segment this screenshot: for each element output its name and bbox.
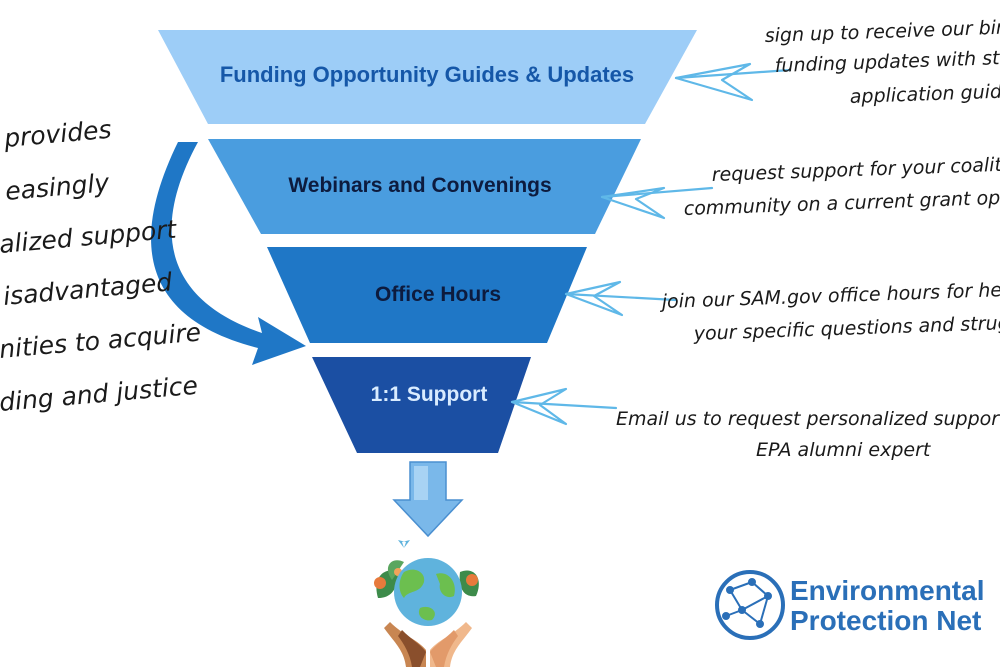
sketch-arrow-icon bbox=[510, 387, 618, 426]
left-text-line: provides bbox=[2, 115, 113, 153]
funnel-tier-3 bbox=[267, 247, 587, 343]
right-note-line: Email us to request personalized support… bbox=[616, 408, 1000, 430]
right-note-line: funding updates with step bbox=[774, 46, 1000, 77]
left-text-line: easingly bbox=[4, 168, 111, 206]
logo-line-1: Environmental bbox=[790, 575, 984, 606]
curved-arrow-icon bbox=[151, 142, 306, 365]
sketch-arrow-icon bbox=[600, 186, 714, 220]
funnel-tier-1-label: Funding Opportunity Guides & Updates bbox=[220, 62, 634, 87]
epn-logo-icon bbox=[715, 570, 785, 640]
funnel-tier-1 bbox=[158, 30, 697, 124]
right-note-line: community on a current grant opp bbox=[683, 187, 1000, 220]
left-text-line: ding and justice bbox=[0, 371, 199, 417]
earth-in-hands-icon bbox=[374, 540, 479, 667]
right-note-line: your specific questions and strugg bbox=[692, 312, 1000, 345]
funnel-tier-2-label: Webinars and Convenings bbox=[288, 174, 551, 197]
sketch-arrow-icon bbox=[674, 62, 792, 102]
sketch-arrow-icon bbox=[564, 280, 678, 317]
funnel-tier-4 bbox=[312, 357, 531, 453]
logo-line-2: Protection Net bbox=[790, 605, 981, 636]
right-note-line: request support for your coalitio bbox=[711, 153, 1000, 186]
right-note-line: join our SAM.gov office hours for hel bbox=[658, 279, 1000, 313]
down-arrow-icon bbox=[392, 461, 464, 538]
funnel-tier-4-label: 1:1 Support bbox=[371, 383, 488, 406]
funnel-tier-2 bbox=[208, 139, 641, 234]
right-note-line: EPA alumni expert bbox=[756, 439, 932, 461]
left-text-line: isadvantaged bbox=[2, 267, 173, 311]
funnel-tier-3-label: Office Hours bbox=[375, 283, 501, 306]
right-note-line: sign up to receive our bimo bbox=[764, 16, 1000, 47]
right-note-line: application guides bbox=[849, 80, 1000, 108]
left-text-line: alized support bbox=[0, 215, 179, 259]
left-text-line: nities to acquire bbox=[0, 317, 202, 364]
